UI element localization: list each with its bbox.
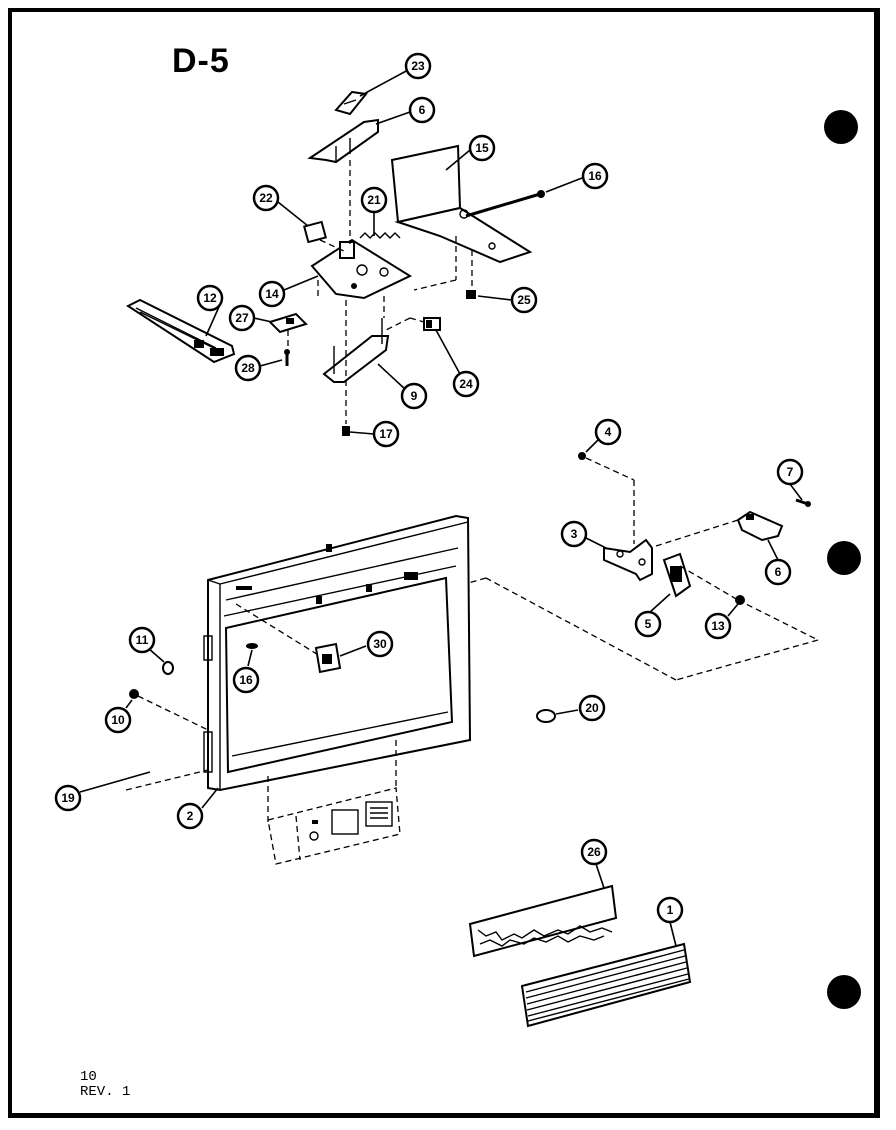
svg-text:30: 30 — [373, 637, 387, 651]
part-2-main-frame — [203, 514, 472, 792]
callout-28: 28 — [234, 354, 262, 382]
part-25-screw — [466, 290, 476, 299]
part-3-hinge-bracket — [603, 538, 653, 582]
part-1-grille — [520, 942, 692, 1028]
binder-hole-bottom — [827, 975, 861, 1009]
binder-hole-middle — [827, 541, 861, 575]
svg-text:6: 6 — [775, 565, 782, 579]
part-5-latch — [662, 552, 692, 598]
part-6-right-bracket — [736, 510, 784, 542]
callout-22: 22 — [252, 184, 280, 212]
svg-text:17: 17 — [379, 427, 393, 441]
callout-11: 11 — [128, 626, 156, 654]
callout-30: 30 — [366, 630, 394, 658]
svg-text:22: 22 — [259, 191, 273, 205]
part-12-wire-harness — [125, 298, 236, 364]
diagram-title: D-5 — [172, 42, 230, 80]
part-10-nut — [129, 689, 139, 699]
part-6-upper-bracket — [307, 118, 379, 164]
part-22-clip — [303, 220, 327, 244]
callout-27: 27 — [228, 304, 256, 332]
svg-text:3: 3 — [571, 527, 578, 541]
control-panel-dashed — [267, 787, 401, 865]
svg-text:14: 14 — [265, 287, 279, 301]
svg-text:27: 27 — [235, 311, 249, 325]
callout-7: 7 — [776, 458, 804, 486]
callout-2: 2 — [176, 802, 204, 830]
part-17-screw — [342, 426, 350, 436]
callout-9: 9 — [400, 382, 428, 410]
callout-5: 5 — [634, 610, 662, 638]
svg-text:13: 13 — [711, 619, 725, 633]
svg-text:5: 5 — [645, 617, 652, 631]
callout-15: 15 — [468, 134, 496, 162]
svg-text:23: 23 — [411, 59, 425, 73]
svg-text:26: 26 — [587, 845, 601, 859]
svg-text:4: 4 — [605, 425, 612, 439]
page-footer: 10 REV. 1 — [80, 1070, 130, 1100]
revision-label: REV. 1 — [80, 1084, 131, 1100]
callout-19: 19 — [54, 784, 82, 812]
part-30-bracket — [314, 642, 342, 674]
callout-16-lower: 16 — [232, 666, 260, 694]
svg-text:20: 20 — [585, 701, 599, 715]
part-7-screw — [795, 498, 811, 507]
part-16-long-screw — [465, 190, 545, 218]
svg-text:24: 24 — [459, 377, 473, 391]
part-28-pin — [284, 349, 290, 366]
svg-text:7: 7 — [787, 465, 794, 479]
callout-21: 21 — [360, 186, 388, 214]
part-23-bracket — [334, 90, 368, 116]
svg-text:1: 1 — [667, 903, 674, 917]
svg-text:6: 6 — [419, 103, 426, 117]
binder-hole-top — [824, 110, 858, 144]
part-15-mounting-plate — [390, 144, 533, 264]
page-border — [8, 8, 880, 1118]
svg-text:28: 28 — [241, 361, 255, 375]
part-24-connector — [423, 317, 441, 331]
svg-text:9: 9 — [411, 389, 418, 403]
callout-10: 10 — [104, 706, 132, 734]
part-9-lower-bracket — [322, 318, 390, 383]
part-4-screw — [578, 452, 586, 460]
svg-text:25: 25 — [517, 293, 531, 307]
svg-text:15: 15 — [475, 141, 489, 155]
part-26-filter — [468, 884, 618, 958]
svg-text:12: 12 — [203, 291, 217, 305]
svg-text:16: 16 — [588, 169, 602, 183]
part-27-small-bracket — [268, 312, 308, 334]
callout-20: 20 — [578, 694, 606, 722]
callout-13: 13 — [704, 612, 732, 640]
part-16-small-screw — [246, 643, 258, 649]
svg-text:21: 21 — [367, 193, 381, 207]
part-21-spring — [359, 232, 401, 239]
callout-3: 3 — [560, 520, 588, 548]
callout-17: 17 — [372, 420, 400, 448]
page-number: 10 — [80, 1069, 97, 1085]
callout-4: 4 — [594, 418, 622, 446]
callout-16-upper: 16 — [581, 162, 609, 190]
callout-23: 23 — [404, 52, 432, 80]
svg-text:2: 2 — [187, 809, 194, 823]
part-11-knob — [162, 661, 174, 675]
callout-26: 26 — [580, 838, 608, 866]
svg-text:16: 16 — [239, 673, 253, 687]
callout-6-upper: 6 — [408, 96, 436, 124]
part-14-base-plate — [310, 238, 413, 300]
part-13-screw — [735, 595, 745, 605]
callout-12: 12 — [196, 284, 224, 312]
callout-24: 24 — [452, 370, 480, 398]
callout-14: 14 — [258, 280, 286, 308]
callout-25: 25 — [510, 286, 538, 314]
part-20-ring — [536, 709, 556, 723]
callout-6-lower: 6 — [764, 558, 792, 586]
svg-text:10: 10 — [111, 713, 125, 727]
svg-text:11: 11 — [136, 633, 149, 647]
callout-1: 1 — [656, 896, 684, 924]
svg-text:19: 19 — [61, 791, 75, 805]
